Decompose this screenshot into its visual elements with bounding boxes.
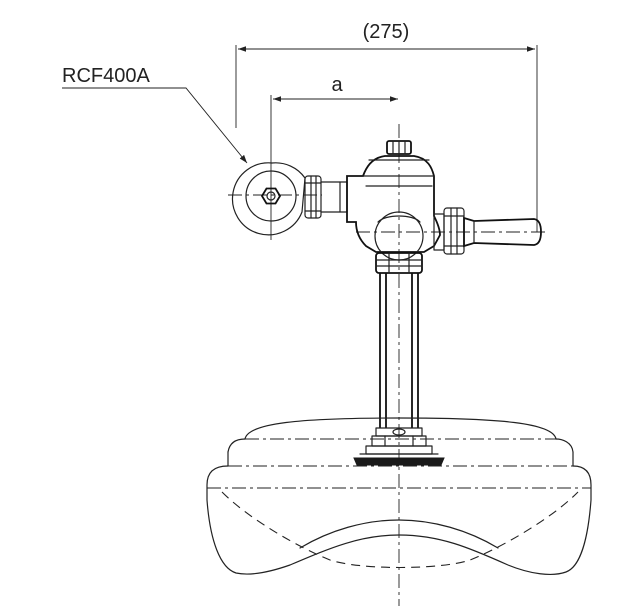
outlet-coupling (375, 252, 423, 274)
nut-bore (266, 191, 276, 201)
offset-dimension-label: a (331, 74, 343, 96)
inlet-pipe (320, 181, 348, 213)
fixture-bowl (206, 465, 592, 575)
dimension-a: a (270, 74, 398, 240)
lever-handle (463, 216, 542, 248)
coupling-ring (231, 162, 306, 236)
valve-housing (346, 155, 441, 253)
spud-flange (353, 427, 445, 466)
callout-leader (62, 87, 248, 164)
inlet-coupling (231, 162, 306, 236)
overall-dimension-label: (275) (363, 21, 410, 43)
flush-tube (379, 273, 419, 428)
inlet-nut (304, 175, 348, 219)
spud-base-plate (353, 457, 445, 466)
bowl-outline (206, 465, 592, 575)
fixture-top-rim (227, 417, 574, 467)
inlet-nut-body (304, 175, 322, 219)
coupling-inner-circle (245, 170, 297, 222)
part-callout: RCF400A (62, 65, 248, 164)
handle-nut (443, 207, 465, 255)
tube-coupling-nut (375, 252, 423, 274)
valve-cap (386, 140, 412, 155)
valve-body (346, 155, 441, 261)
dimension-overall: (275) (235, 21, 538, 232)
rim-top-upper (244, 417, 557, 440)
bowl-hidden-line (221, 491, 579, 569)
bowl-inner-curve (299, 519, 499, 549)
hex-nut (260, 187, 282, 205)
part-number-label: RCF400A (62, 65, 150, 87)
handle-assembly (433, 207, 542, 255)
rim-top-shoulders (227, 438, 574, 453)
